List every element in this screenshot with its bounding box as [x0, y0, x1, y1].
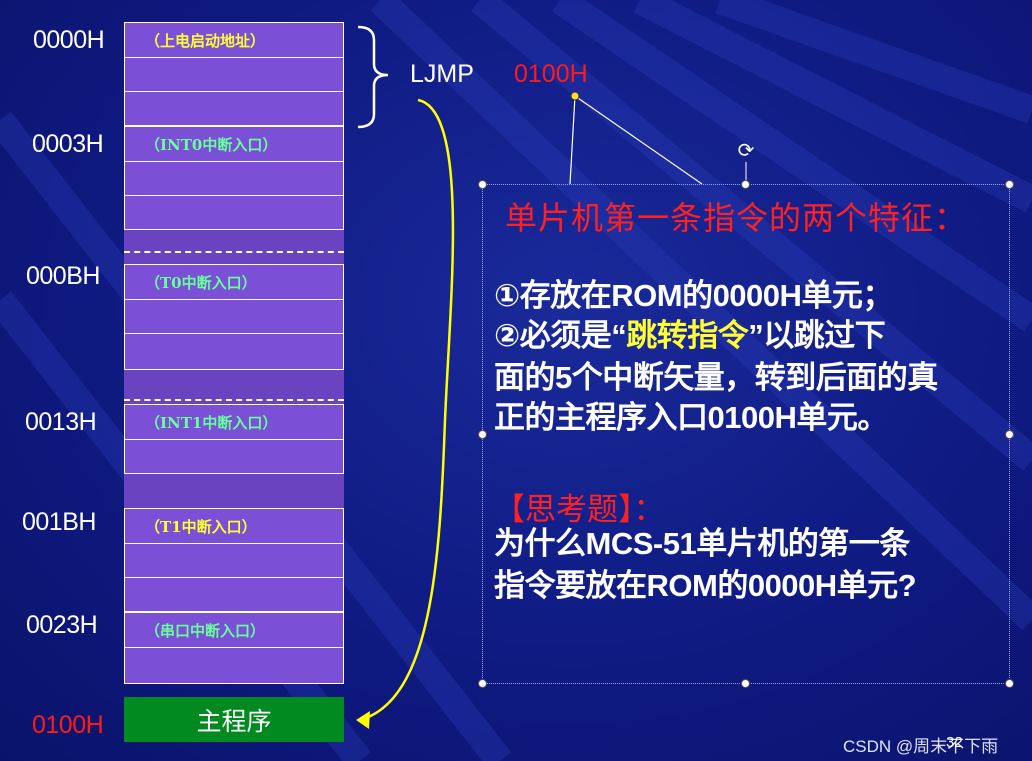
- memory-row: （T1中断入口）: [125, 509, 343, 544]
- rotate-handle-icon[interactable]: ⟳: [737, 140, 755, 162]
- int1-vector-label: （INT1中断入口）: [145, 414, 278, 432]
- jump-instruction-highlight: 跳转指令: [626, 318, 749, 353]
- ljmp-instruction: LJMP: [410, 60, 474, 88]
- memory-row: （串口中断入口）: [125, 613, 343, 648]
- resize-handle[interactable]: [478, 430, 487, 439]
- memory-block-serial: （串口中断入口）: [124, 612, 344, 684]
- resize-handle[interactable]: [478, 180, 487, 189]
- feature-line-1: ①存放在ROM的0000H单元；: [494, 278, 893, 313]
- feature-line-3: 面的5个中断矢量，转到后面的真: [494, 360, 938, 395]
- address-000bh: 000BH: [26, 262, 100, 290]
- memory-row: （INT0中断入口）: [125, 127, 343, 162]
- ljmp-target-address: 0100H: [514, 60, 588, 88]
- memory-row: [125, 544, 343, 579]
- memory-row: [125, 162, 343, 197]
- feature-line-2: ②必须是“跳转指令”以跳过下: [494, 316, 886, 356]
- feature-line-2-post: ”以跳过下: [748, 318, 886, 353]
- memory-block-int0: （INT0中断入口）: [124, 126, 344, 230]
- memory-gap: [124, 230, 344, 264]
- resize-handle[interactable]: [1005, 430, 1014, 439]
- serial-vector-label: （串口中断入口）: [145, 622, 266, 640]
- address-001bh: 001BH: [22, 508, 96, 536]
- memory-row: （上电启动地址）: [125, 23, 343, 58]
- t1-vector-label: （T1中断入口）: [145, 518, 257, 536]
- memory-row: [125, 58, 343, 93]
- address-0023h: 0023H: [26, 611, 98, 639]
- resize-handle[interactable]: [1005, 679, 1014, 688]
- memory-block-t1: （T1中断入口）: [124, 508, 344, 612]
- curly-brace-icon: [357, 25, 389, 129]
- memory-gap: [124, 474, 344, 508]
- csdn-watermark: CSDN @周末不下雨: [843, 737, 999, 756]
- memory-block-t0: （T0中断入口）: [124, 264, 344, 370]
- address-0100h: 0100H: [32, 711, 104, 739]
- feature-line-2-pre: ②必须是“: [494, 318, 627, 353]
- memory-gap: [124, 370, 344, 404]
- reset-vector-label: （上电启动地址）: [145, 32, 266, 50]
- jump-arrow: [359, 98, 455, 722]
- address-0003h: 0003H: [32, 130, 104, 158]
- page-number: 32: [946, 734, 963, 751]
- memory-row: （INT1中断入口）: [125, 405, 343, 440]
- feature-line-4: 正的主程序入口0100H单元。: [494, 400, 888, 435]
- question-line-2: 指令要放在ROM的0000H单元?: [494, 568, 917, 603]
- address-0013h: 0013H: [25, 408, 97, 436]
- resize-handle[interactable]: [1005, 180, 1014, 189]
- address-0000h: 0000H: [33, 26, 105, 54]
- t0-vector-label: （T0中断入口）: [145, 274, 257, 292]
- resize-handle[interactable]: [741, 180, 750, 189]
- memory-row: [125, 300, 343, 335]
- main-program-block: 主程序: [124, 697, 344, 742]
- resize-handle[interactable]: [478, 679, 487, 688]
- question-line-1: 为什么MCS-51单片机的第一条: [494, 526, 910, 561]
- int0-vector-label: （INT0中断入口）: [145, 136, 278, 154]
- resize-handle[interactable]: [741, 679, 750, 688]
- think-question-title: 【思考题】：: [494, 492, 665, 528]
- memory-gap-divider: [124, 251, 344, 253]
- memory-row: （T0中断入口）: [125, 265, 343, 300]
- memory-block-reset: （上电启动地址）: [124, 22, 344, 126]
- callout-textbox[interactable]: [478, 180, 1014, 688]
- memory-gap-divider: [124, 399, 344, 401]
- callout-heading: 单片机第一条指令的两个特征：: [505, 199, 968, 237]
- memory-block-int1: （INT1中断入口）: [124, 404, 344, 474]
